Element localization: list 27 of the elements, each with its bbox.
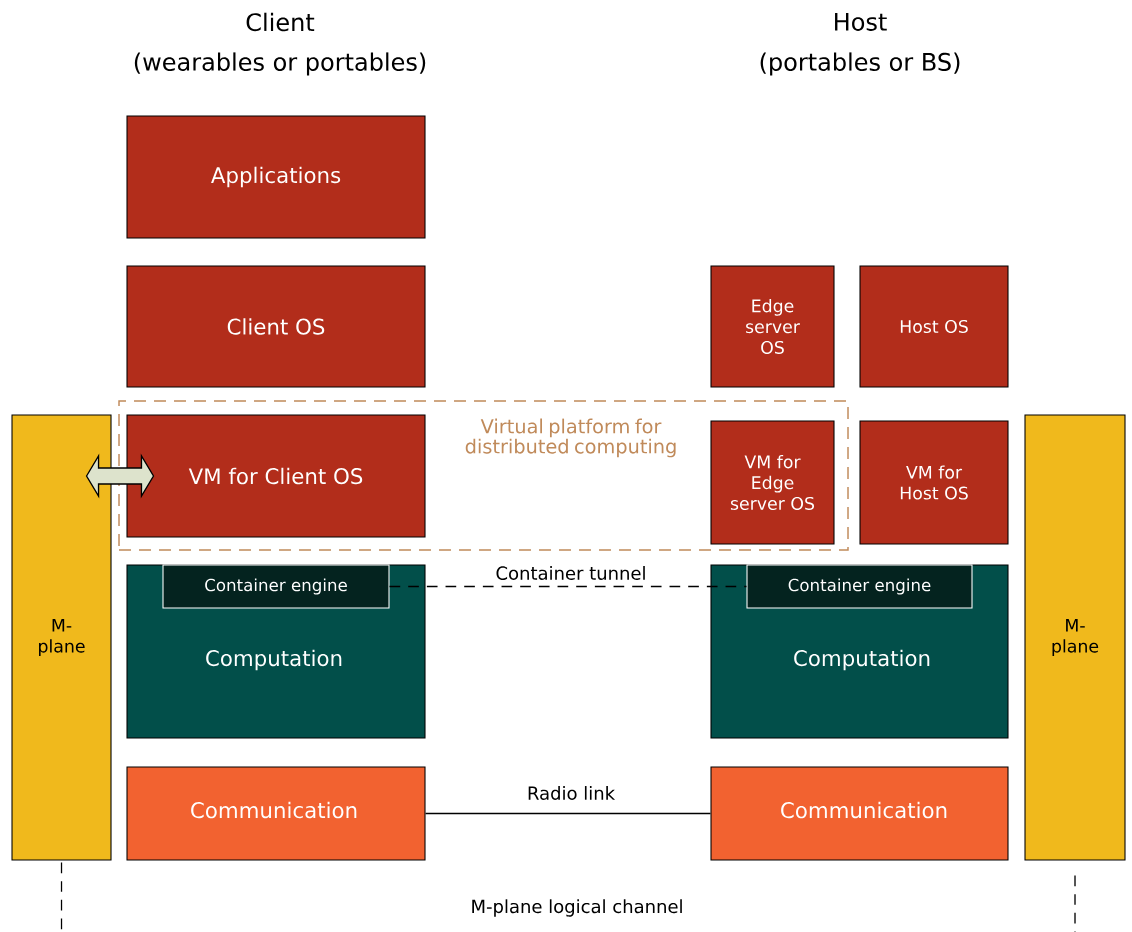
side-bar: M-plane [11, 414, 112, 861]
connector-line [60, 861, 63, 932]
connector-line [424, 812, 712, 815]
layer-box: Applications [126, 115, 426, 239]
engine-box: Container engine [162, 564, 390, 609]
layer-box: VM for Client OS [126, 414, 426, 538]
box-label: Computation [794, 649, 930, 671]
column-heading: Host [835, 13, 887, 31]
connector-line [388, 585, 748, 588]
double-arrow [85, 453, 155, 499]
layer-box: Edge server OS [710, 265, 835, 388]
box-label: Computation [206, 649, 342, 671]
column-heading: (wearables or portables) [134, 52, 426, 76]
box-label: Communication [191, 801, 357, 819]
channel-label: M-plane logical channel [472, 899, 682, 917]
region-label: Virtual platform for distributed computing [465, 418, 676, 458]
side-bar: M-plane [1024, 414, 1126, 861]
box-label: Communication [781, 801, 947, 819]
layer-box: VM for Edge server OS [710, 420, 835, 545]
column-heading: (portables or BS) [760, 52, 960, 76]
edge-label: Radio link [528, 786, 616, 800]
layer-box: Host OS [859, 265, 1009, 388]
layer-box: VM for Host OS [859, 420, 1009, 545]
engine-box: Container engine [746, 564, 973, 609]
edge-label: Container tunnel [496, 566, 645, 580]
layer-box: Client OS [126, 265, 426, 388]
column-heading: Client [246, 12, 315, 32]
